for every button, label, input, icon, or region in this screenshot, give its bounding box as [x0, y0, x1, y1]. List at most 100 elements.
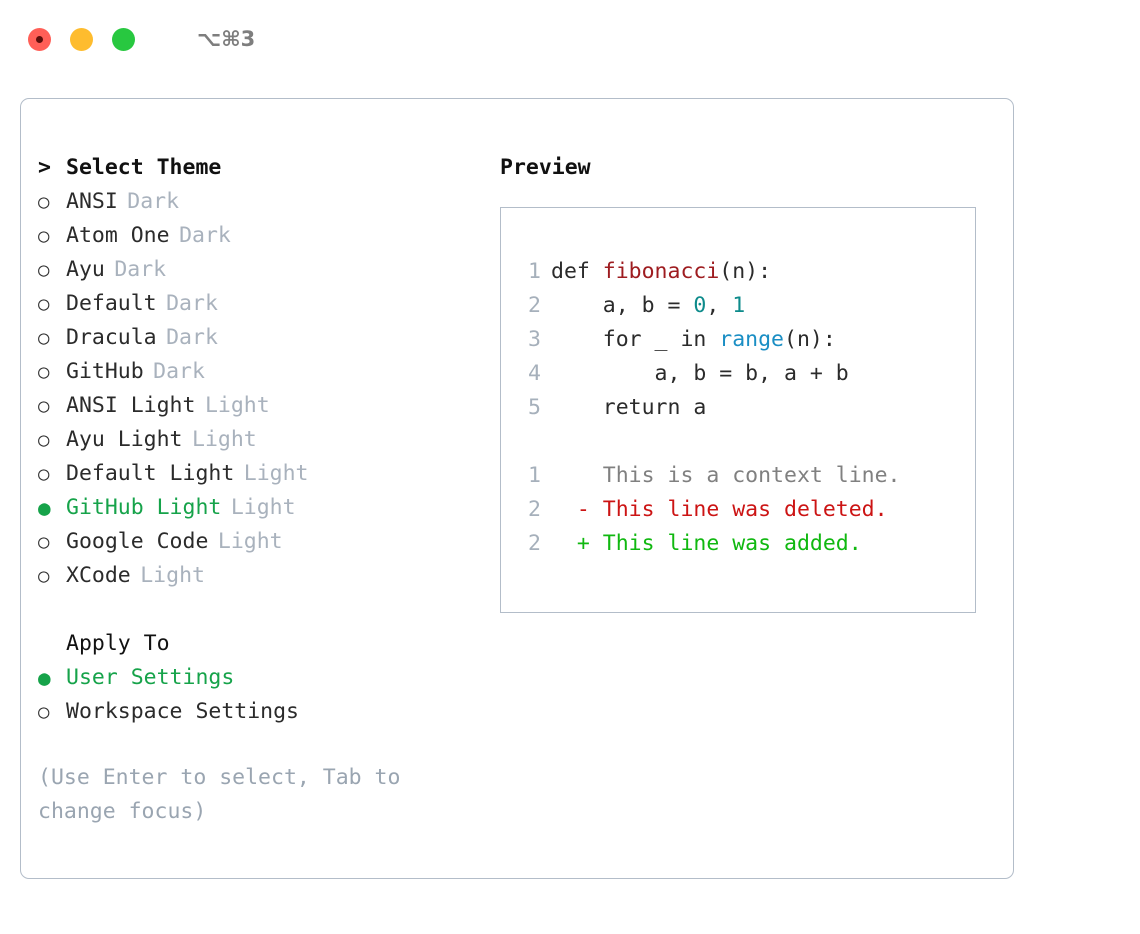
theme-list-item[interactable]: ○ Ayu Light Light: [38, 423, 468, 457]
code-token-num: 0: [693, 293, 707, 318]
radio-selected-icon: ●: [38, 666, 51, 690]
radio-unselected-icon: ○: [38, 259, 50, 281]
diff-line: 1 This is a context line.: [519, 459, 975, 493]
apply-to-option[interactable]: ●User Settings: [38, 661, 468, 695]
theme-kind-badge: Dark: [127, 189, 180, 214]
theme-name: XCode: [66, 563, 131, 588]
apply-to-option[interactable]: ○ Workspace Settings: [38, 695, 468, 729]
theme-kind-badge: Light: [140, 563, 205, 588]
code-token-plain: for _ in: [551, 327, 720, 352]
apply-to-header: Apply To: [38, 627, 468, 661]
radio-unselected-icon: ○: [38, 361, 50, 383]
theme-list-item[interactable]: ● GitHub Light Light: [38, 491, 468, 525]
radio-selected-icon: ●: [38, 496, 51, 520]
radio-unselected-icon: ○: [38, 701, 50, 723]
radio-unselected-icon: ○: [38, 191, 50, 213]
theme-name: Ayu Light: [66, 427, 183, 452]
radio-unselected-icon: ○: [38, 531, 50, 553]
theme-name: Ayu: [66, 257, 105, 282]
theme-list-item[interactable]: ○ Default Light Light: [38, 457, 468, 491]
diff-line-text: This line was added.: [602, 531, 862, 556]
code-token-plain: ,: [706, 293, 733, 318]
theme-list-item[interactable]: ○ GitHub Dark: [38, 355, 468, 389]
code-line-number: 5: [528, 395, 541, 420]
code-token-fn: fibonacci: [602, 259, 720, 284]
theme-list-item[interactable]: ○ Ayu Dark: [38, 253, 468, 287]
code-line-number: 1: [528, 259, 541, 284]
radio-unselected-icon: ○: [38, 225, 50, 247]
keyboard-hint-line-2: change focus): [38, 799, 207, 824]
code-token-plain: (n):: [784, 327, 836, 352]
apply-to-option-label: Workspace Settings: [66, 699, 299, 724]
theme-list-item[interactable]: ○ XCode Light: [38, 559, 468, 593]
code-line-number: 3: [528, 327, 541, 352]
close-button[interactable]: [28, 27, 51, 51]
diff-marker: [551, 463, 603, 488]
theme-name: GitHub Light: [66, 495, 222, 520]
theme-list-item[interactable]: ○ ANSI Light Light: [38, 389, 468, 423]
keyboard-hint: (Use Enter to select, Tab to change focu…: [38, 761, 438, 829]
apply-to-header-label: Apply To: [66, 631, 170, 656]
theme-name: GitHub: [66, 359, 144, 384]
radio-unselected-icon: ○: [38, 293, 50, 315]
theme-name: Dracula: [66, 325, 157, 350]
code-line: 5 return a: [519, 391, 975, 425]
theme-kind-badge: Dark: [114, 257, 167, 282]
theme-kind-badge: Light: [204, 393, 270, 418]
code-token-plain: return a: [551, 395, 707, 420]
keyboard-hint-line-1: (Use Enter to select, Tab to: [38, 765, 401, 790]
zoom-button[interactable]: [112, 27, 135, 51]
theme-kind-badge: Light: [192, 427, 257, 452]
radio-unselected-icon: ○: [38, 429, 50, 451]
radio-unselected-icon: ○: [38, 565, 50, 587]
code-token-plain: def: [551, 259, 603, 284]
code-line: 2 a, b = 0, 1: [519, 289, 975, 323]
code-token-plain: a, b =: [551, 293, 694, 318]
theme-list-header-label: Select Theme: [66, 155, 222, 180]
code-token-num: 1: [732, 293, 746, 318]
minimize-button[interactable]: [70, 27, 93, 51]
diff-line-number: 1: [528, 463, 541, 488]
code-line-number: 4: [528, 361, 541, 386]
theme-name: ANSI Light: [66, 393, 196, 418]
diff-marker: -: [551, 497, 603, 522]
theme-kind-badge: Dark: [179, 223, 231, 248]
code-line: 3 for _ in range(n):: [519, 323, 975, 357]
code-token-plain: a, b = b, a + b: [551, 361, 849, 386]
code-token-builtin: range: [719, 327, 785, 352]
apply-to-list: ●User Settings ○ Workspace Settings: [38, 661, 468, 729]
diff-line-text: This line was deleted.: [602, 497, 888, 522]
diff-marker: +: [551, 531, 603, 556]
diff-sample: 1 This is a context line.2 - This line w…: [519, 459, 975, 561]
radio-unselected-icon: ○: [38, 395, 50, 417]
code-line: 4 a, b = b, a + b: [519, 357, 975, 391]
keyboard-shortcut-label: ⌥⌘3: [197, 27, 256, 51]
theme-kind-badge: Light: [230, 495, 296, 520]
diff-line-number: 2: [528, 531, 541, 556]
theme-kind-badge: Dark: [153, 359, 205, 384]
list-spacer: [38, 593, 468, 627]
code-line-number: 2: [528, 293, 541, 318]
radio-unselected-icon: ○: [38, 327, 50, 349]
radio-unselected-icon: ○: [38, 463, 50, 485]
diff-line: 2 - This line was deleted.: [519, 493, 975, 527]
theme-name: Default Light: [66, 461, 235, 486]
theme-kind-badge: Light: [243, 461, 309, 486]
diff-line-number: 2: [528, 497, 541, 522]
title-bar: ⌥⌘3: [0, 0, 1140, 78]
theme-name: Google Code: [66, 529, 209, 554]
preview-title: Preview: [500, 155, 591, 180]
theme-name: Default: [66, 291, 157, 316]
